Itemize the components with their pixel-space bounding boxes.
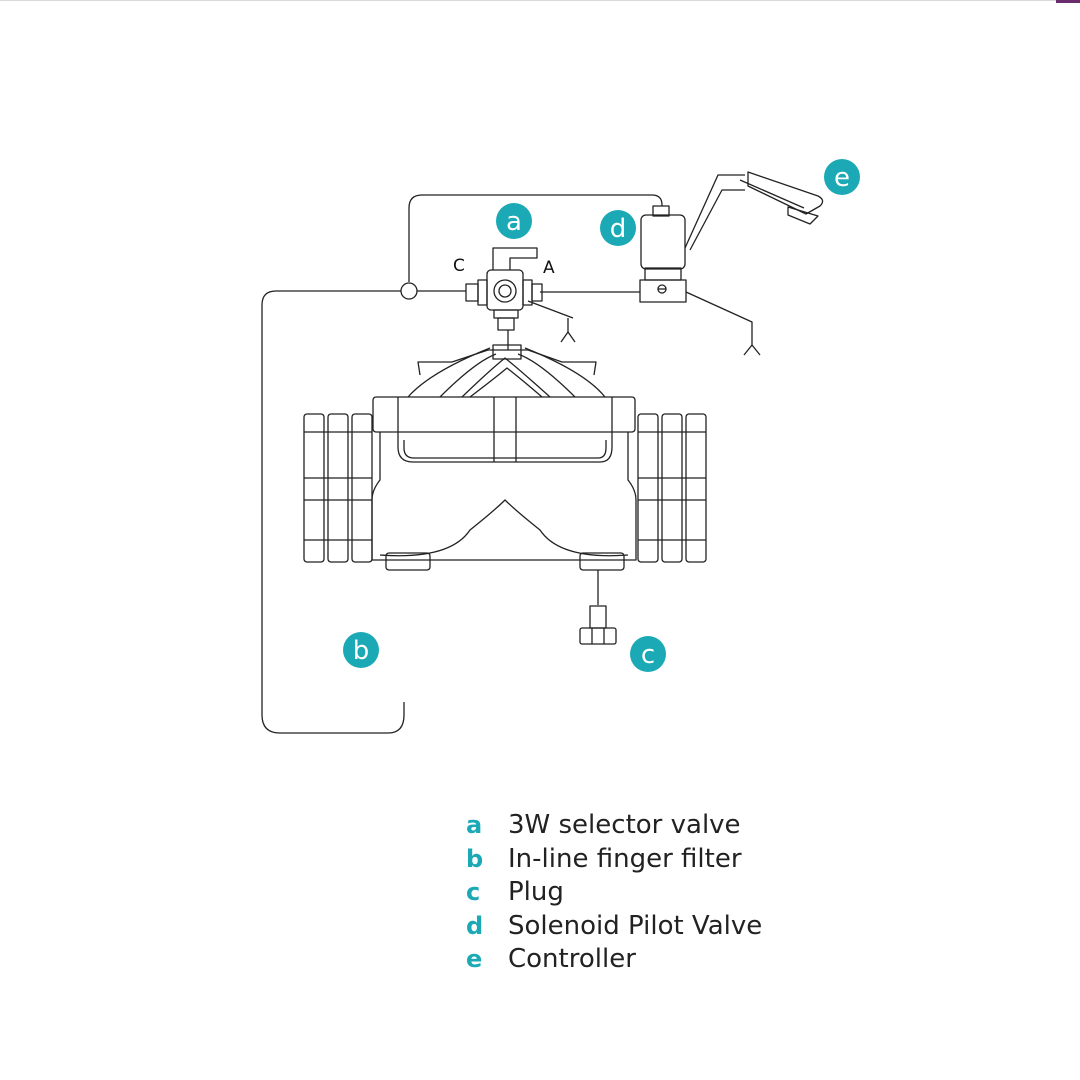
top-tube (408, 194, 663, 282)
valve-actuator (372, 344, 636, 463)
legend-text: Plug (508, 877, 564, 907)
legend-item: b In-line finger filter (466, 844, 762, 878)
legend-text: In-line finger filter (508, 843, 742, 874)
legend-letter: a (466, 811, 483, 839)
legend-item: a 3W selector valve (466, 810, 762, 844)
legend-letter: e (466, 945, 483, 973)
port-label-a: A (543, 258, 555, 278)
marker-a: a (496, 203, 532, 239)
legend-item: d Solenoid Pilot Valve (466, 911, 762, 945)
legend-text: Controller (508, 944, 636, 974)
marker-d-circle (600, 210, 636, 246)
legend-letter: b (466, 844, 484, 873)
legend-text: 3W selector valve (508, 810, 741, 840)
legend: a 3W selector valve b In-line finger fil… (466, 810, 762, 978)
legend-letter: c (466, 878, 481, 906)
marker-a-letter: a (506, 207, 522, 237)
port-label-c: C (453, 256, 465, 276)
selector-valve (465, 247, 576, 343)
legend-letter: d (466, 911, 484, 940)
marker-d: d (600, 210, 636, 246)
marker-d-letter: d (610, 214, 627, 244)
marker-a-circle (496, 203, 532, 239)
corner-mark (1056, 0, 1080, 3)
marker-b-circle (343, 632, 379, 668)
controller-device (739, 171, 824, 225)
marker-e: e (824, 159, 860, 195)
solenoid-valve (639, 174, 761, 356)
legend-text: Solenoid Pilot Valve (508, 910, 763, 941)
valve-diagram: C A a b c d e (261, 159, 860, 734)
valve-body (303, 413, 707, 605)
marker-e-circle (824, 159, 860, 195)
marker-e-letter: e (834, 163, 850, 193)
marker-c: c (630, 636, 666, 672)
filter-tube (261, 290, 466, 734)
plug-part (579, 605, 617, 645)
marker-c-circle (630, 636, 666, 672)
marker-b-letter: b (353, 636, 370, 666)
marker-b: b (343, 632, 379, 668)
marker-c-letter: c (641, 640, 655, 670)
legend-item: c Plug (466, 877, 762, 911)
top-border (0, 0, 1080, 1)
legend-item: e Controller (466, 944, 762, 978)
tube-junction (400, 282, 418, 300)
